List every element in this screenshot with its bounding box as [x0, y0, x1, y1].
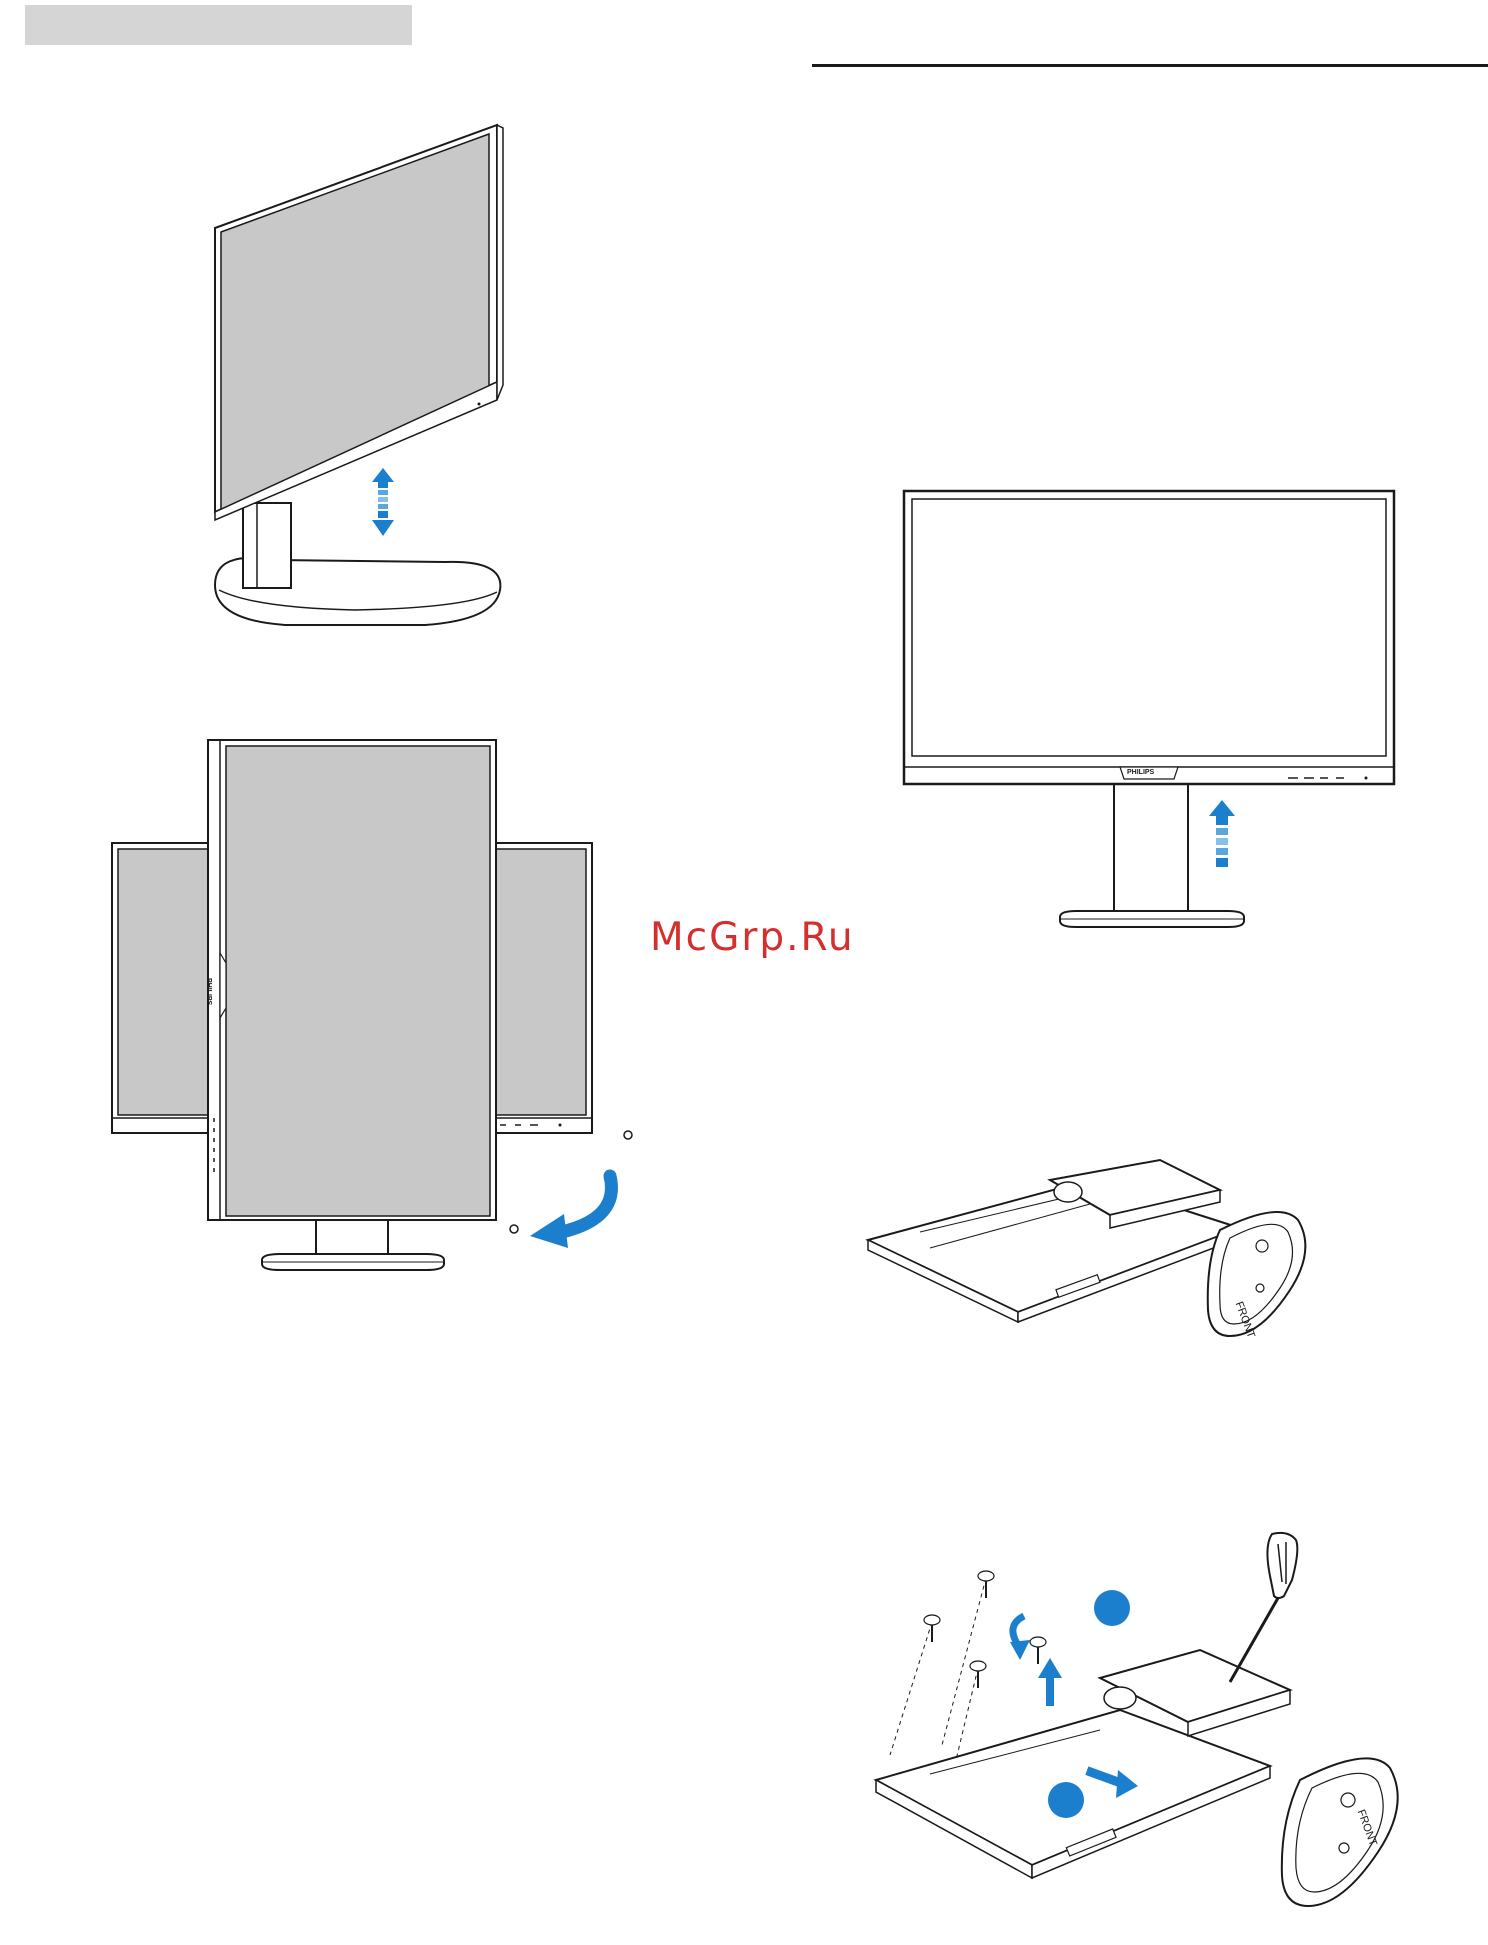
- portrait-philips-logo: PHILIPS: [205, 978, 212, 1005]
- screw-2: [978, 1571, 994, 1598]
- arrow-up-icon: [1208, 800, 1236, 878]
- double-arrow-up-down-icon: [370, 468, 396, 538]
- figure-height-adjustment: [195, 120, 515, 640]
- screwdriver-icon: [1226, 1530, 1316, 1690]
- section-header-bar: [25, 5, 412, 45]
- section-header-rule: [812, 64, 1488, 67]
- screw-3: [970, 1661, 986, 1688]
- curved-arrow-icon: [528, 1170, 618, 1250]
- figure-monitor-front: [900, 485, 1400, 945]
- figure-base-removal: [870, 1530, 1430, 1945]
- watermark-text: McGrp.Ru: [650, 915, 855, 960]
- screw-4: [1030, 1637, 1046, 1664]
- screw-1: [924, 1615, 940, 1642]
- front-philips-logo: PHILIPS: [1127, 769, 1154, 776]
